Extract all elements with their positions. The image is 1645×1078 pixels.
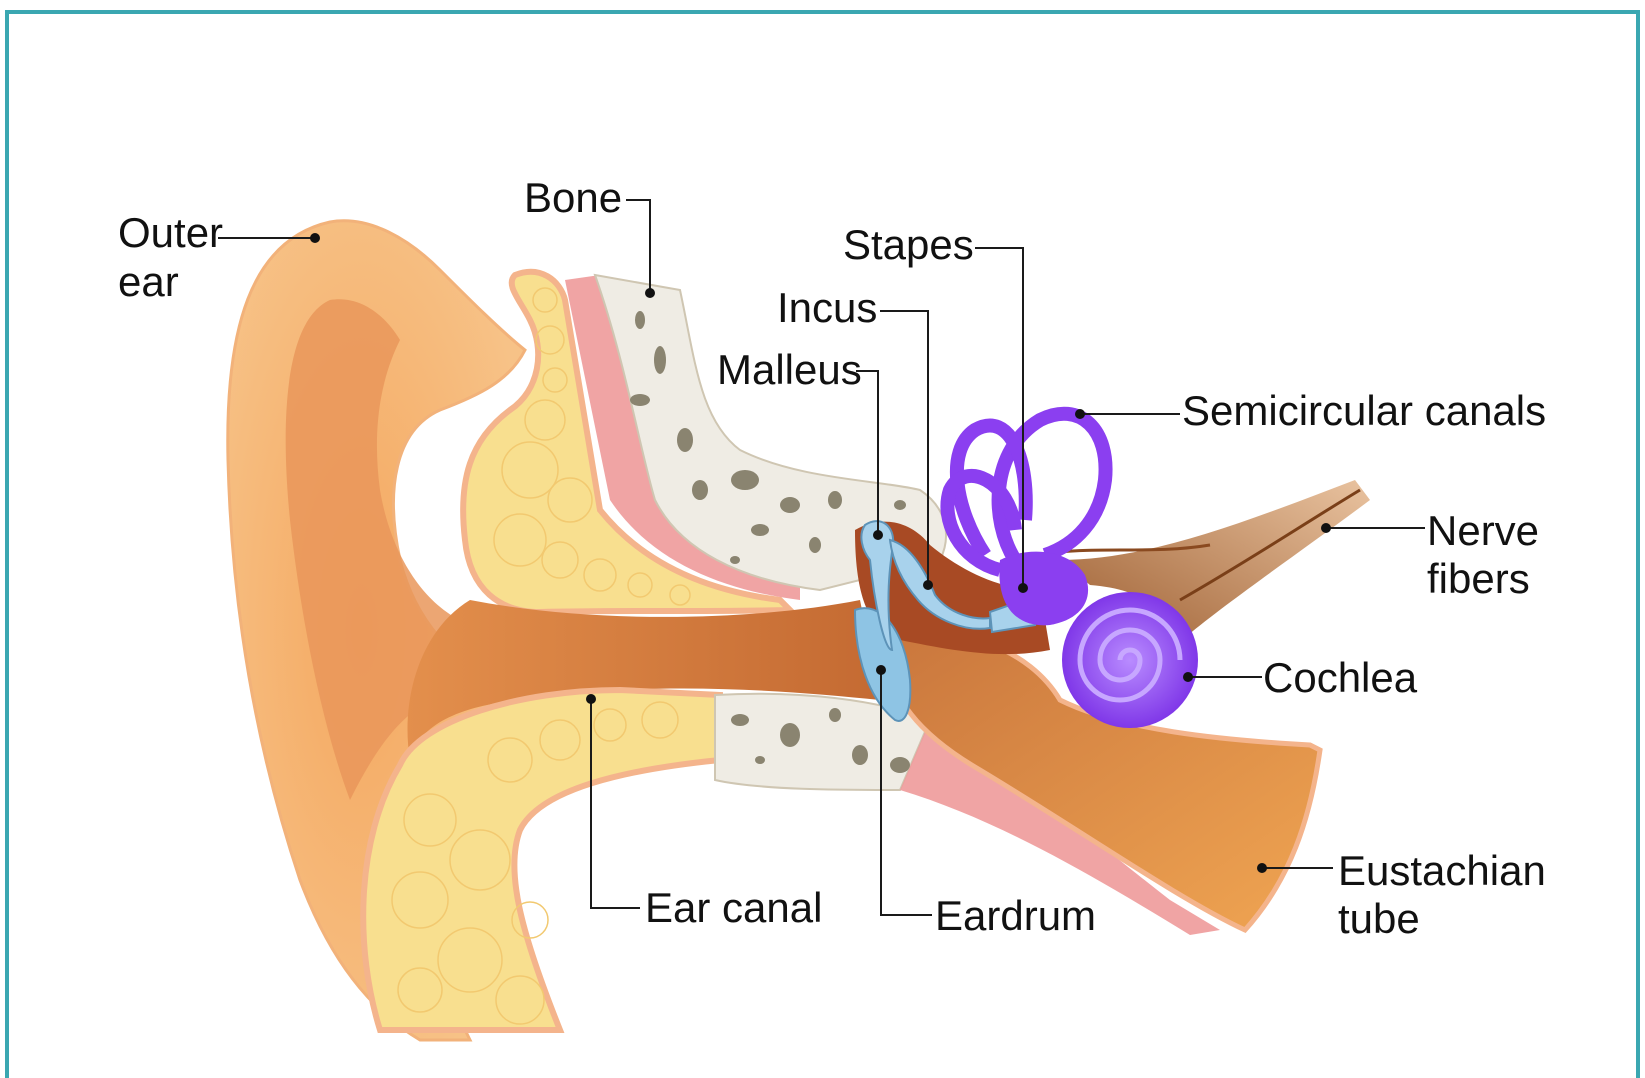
label-semicircular-canals: Semicircular canals xyxy=(1182,387,1546,434)
label-eustachian-tube-line1: Eustachian xyxy=(1338,847,1546,894)
semicircular-canals-structure xyxy=(947,414,1105,570)
fat-tissue-lower xyxy=(363,690,720,1030)
label-outer-ear-line1: Outer xyxy=(118,209,223,256)
label-outer-ear-line2: ear xyxy=(118,258,179,305)
label-cochlea: Cochlea xyxy=(1263,654,1418,701)
label-eardrum: Eardrum xyxy=(935,892,1096,939)
label-nerve-fibers-line1: Nerve xyxy=(1427,507,1539,554)
label-malleus: Malleus xyxy=(717,346,862,393)
label-ear-canal: Ear canal xyxy=(645,884,822,931)
label-incus: Incus xyxy=(777,284,877,331)
label-nerve-fibers-line2: fibers xyxy=(1427,555,1530,602)
label-eustachian-tube-line2: tube xyxy=(1338,895,1420,942)
label-bone: Bone xyxy=(524,174,622,221)
cochlea-structure xyxy=(1062,592,1198,728)
label-stapes: Stapes xyxy=(843,221,974,268)
